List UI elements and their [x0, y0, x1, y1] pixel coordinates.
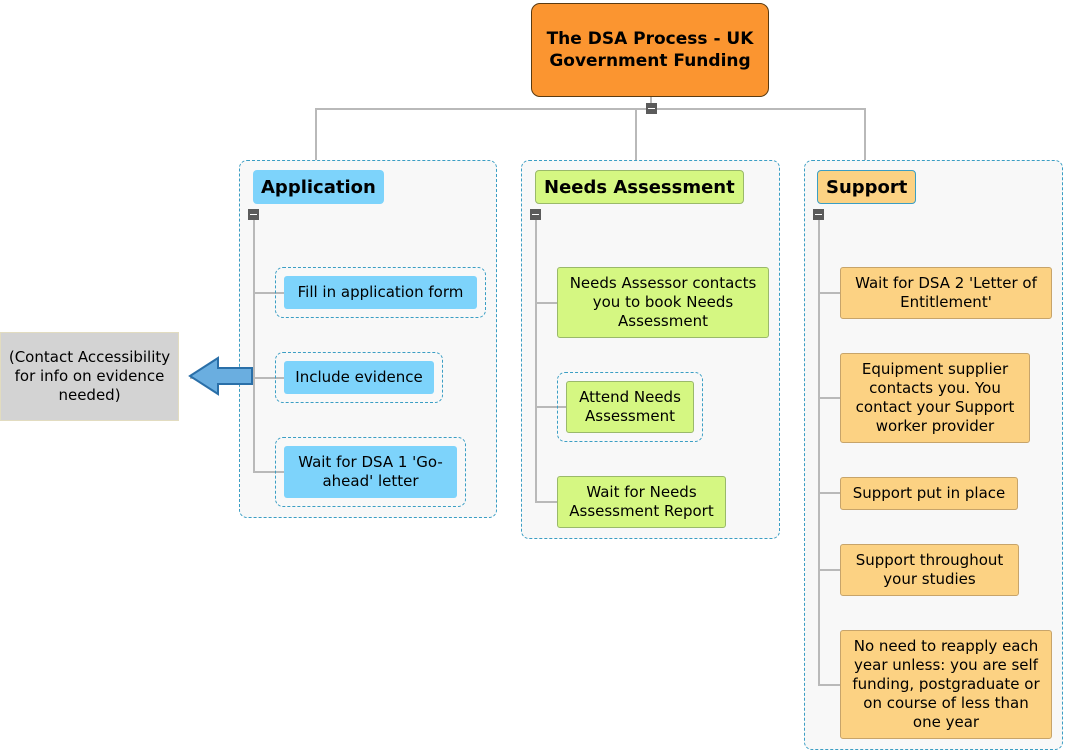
- root-topic[interactable]: The DSA Process - UK Government Funding: [531, 3, 769, 97]
- connector: [818, 492, 840, 494]
- item-label: Attend Needs Assessment: [579, 388, 681, 425]
- support-item[interactable]: Support put in place: [840, 477, 1018, 510]
- connector: [535, 302, 557, 304]
- connector: [535, 220, 537, 502]
- connector: [818, 397, 840, 399]
- collapse-application-button[interactable]: [248, 209, 259, 220]
- connector: [635, 108, 637, 170]
- connector: [315, 108, 865, 110]
- connector: [253, 471, 285, 473]
- application-item[interactable]: Wait for DSA 1 'Go-ahead' letter: [284, 446, 457, 498]
- application-topic[interactable]: Application: [253, 170, 384, 204]
- item-label: Include evidence: [295, 368, 423, 386]
- connector: [818, 569, 840, 571]
- item-label: Needs Assessor contacts you to book Need…: [569, 274, 757, 330]
- root-title: The DSA Process - UK Government Funding: [546, 29, 754, 71]
- item-label: Equipment supplier contacts you. You con…: [855, 360, 1015, 435]
- application-item-frame: [275, 267, 486, 318]
- support-item[interactable]: No need to reapply each year unless: you…: [840, 630, 1052, 739]
- item-label: Fill in application form: [297, 283, 464, 301]
- application-item-frame: [275, 437, 466, 507]
- item-label: Wait for DSA 2 'Letter of Entitlement': [855, 274, 1037, 311]
- collapse-support-button[interactable]: [813, 209, 824, 220]
- needs-assessment-item-frame: [557, 372, 703, 442]
- connector: [818, 292, 840, 294]
- needs-assessment-item[interactable]: Needs Assessor contacts you to book Need…: [557, 267, 769, 338]
- support-item[interactable]: Wait for DSA 2 'Letter of Entitlement': [840, 267, 1052, 319]
- application-title: Application: [261, 176, 376, 198]
- connector: [818, 220, 820, 685]
- callout-text: (Contact Accessibility for info on evide…: [8, 348, 171, 404]
- item-label: Wait for Needs Assessment Report: [569, 483, 714, 520]
- connector: [535, 501, 557, 503]
- needs-assessment-item[interactable]: Attend Needs Assessment: [566, 381, 694, 433]
- connector: [253, 220, 255, 472]
- application-item-frame: [275, 352, 443, 403]
- collapse-needs-assessment-button[interactable]: [530, 209, 541, 220]
- support-item[interactable]: Support throughout your studies: [840, 544, 1019, 596]
- connector: [818, 684, 840, 686]
- arrow-left-icon: [188, 356, 253, 396]
- connector: [315, 108, 317, 170]
- needs-assessment-item[interactable]: Wait for Needs Assessment Report: [557, 476, 726, 528]
- evidence-callout[interactable]: (Contact Accessibility for info on evide…: [0, 332, 179, 421]
- needs-assessment-title: Needs Assessment: [544, 176, 735, 198]
- connector: [864, 108, 866, 170]
- application-item[interactable]: Fill in application form: [284, 276, 477, 309]
- connector: [535, 406, 567, 408]
- item-label: Wait for DSA 1 'Go-ahead' letter: [298, 453, 443, 490]
- support-item[interactable]: Equipment supplier contacts you. You con…: [840, 353, 1030, 443]
- item-label: No need to reapply each year unless: you…: [852, 637, 1040, 731]
- item-label: Support put in place: [852, 484, 1006, 502]
- support-title: Support: [826, 176, 908, 198]
- connector: [253, 292, 285, 294]
- support-topic[interactable]: Support: [817, 170, 917, 204]
- item-label: Support throughout your studies: [855, 551, 1004, 588]
- collapse-root-button[interactable]: [646, 103, 657, 114]
- application-item[interactable]: Include evidence: [284, 361, 434, 394]
- needs-assessment-group: [521, 160, 780, 539]
- needs-assessment-topic[interactable]: Needs Assessment: [535, 170, 744, 204]
